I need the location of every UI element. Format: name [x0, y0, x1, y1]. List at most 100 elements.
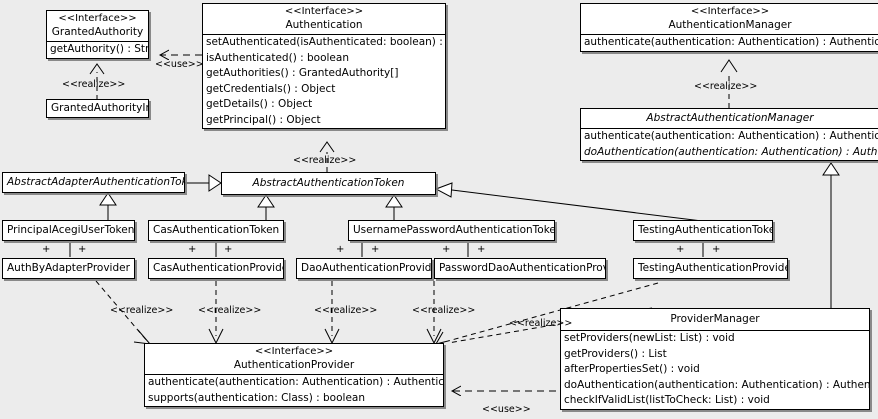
- class-name: CasAuthenticationProvider: [153, 262, 284, 274]
- class-name: Authentication: [285, 19, 363, 31]
- class-name: PasswordDaoAuthenticationProvider: [439, 262, 605, 274]
- association-marker-plus: +: [442, 244, 451, 255]
- operation: checkIfValidList(listToCheck: List) : vo…: [564, 394, 770, 406]
- class-name: AuthByAdapterProvider: [7, 262, 130, 274]
- association-marker-plus: +: [477, 244, 486, 255]
- class-box-principal-acegi-user-token[interactable]: PrincipalAcegiUserToken: [2, 220, 135, 241]
- association-marker-plus: +: [336, 244, 345, 255]
- operations-compartment: setAuthenticated(isAuthenticated: boolea…: [203, 34, 445, 128]
- edge-label-use-provider-manager: <<use>>: [482, 404, 531, 415]
- class-header: <<Interface>> Authentication: [203, 4, 445, 34]
- operation: getCredentials() : Object: [206, 82, 336, 95]
- stereotype-label: <<Interface>>: [58, 13, 137, 24]
- association-marker-plus: +: [676, 244, 685, 255]
- operation: getDetails() : Object: [206, 98, 313, 110]
- class-header: UsernamePasswordAuthenticationToken: [349, 221, 554, 240]
- class-header: <<Interface>> AuthenticationProvider: [145, 344, 443, 374]
- class-name: UsernamePasswordAuthenticationToken: [353, 224, 555, 236]
- class-box-password-dao-authentication-provider[interactable]: PasswordDaoAuthenticationProvider: [434, 258, 606, 279]
- operations-compartment: authenticate(authentication: Authenticat…: [581, 34, 878, 51]
- class-header: PasswordDaoAuthenticationProvider: [435, 259, 605, 278]
- stereotype-label: <<Interface>>: [690, 6, 770, 17]
- class-header: DaoAuthenticationProvider: [297, 259, 431, 278]
- class-box-authentication-provider[interactable]: <<Interface>> AuthenticationProvider aut…: [144, 343, 444, 407]
- class-box-authentication-manager[interactable]: <<Interface>> AuthenticationManager auth…: [580, 3, 878, 52]
- edge-label-realize-authentication-manager: <<realize>>: [694, 81, 758, 92]
- operations-compartment: setProviders(newList: List) : void getPr…: [561, 330, 869, 409]
- edge-label-use-granted-authority: <<use>>: [155, 59, 204, 70]
- class-header: TestingAuthenticationProvider: [634, 259, 787, 278]
- edge-label-realize-auth-by-adapter: <<realize>>: [110, 305, 174, 316]
- association-marker-plus: +: [224, 244, 233, 255]
- class-header: AbstractAdapterAuthenticationToken: [3, 173, 184, 192]
- stereotype-label: <<Interface>>: [254, 346, 334, 357]
- class-box-cas-authentication-token[interactable]: CasAuthenticationToken: [148, 220, 284, 241]
- association-marker-plus: +: [78, 244, 87, 255]
- class-box-abstract-authentication-manager[interactable]: AbstractAuthenticationManager authentica…: [580, 108, 878, 161]
- operation: getAuthorities() : GrantedAuthority[]: [206, 67, 399, 79]
- class-header: GrantedAuthorityImpl: [47, 100, 148, 117]
- operation: afterPropertiesSet() : void: [564, 363, 700, 375]
- class-header: CasAuthenticationProvider: [149, 259, 283, 278]
- stereotype-label: <<Interface>>: [284, 6, 364, 17]
- class-name: TestingAuthenticationToken: [638, 224, 773, 236]
- class-header: CasAuthenticationToken: [149, 221, 283, 240]
- operation: authenticate(authentication: Authenticat…: [148, 376, 444, 388]
- class-name: AbstractAuthenticationManager: [646, 112, 814, 124]
- class-name: TestingAuthenticationProvider: [638, 262, 788, 274]
- class-name: AbstractAdapterAuthenticationToken: [7, 176, 185, 188]
- class-header: ProviderManager: [561, 309, 869, 330]
- association-marker-plus: +: [188, 244, 197, 255]
- class-name: PrincipalAcegiUserToken: [7, 224, 135, 236]
- class-box-username-password-authentication-token[interactable]: UsernamePasswordAuthenticationToken: [348, 220, 555, 241]
- class-header: <<Interface>> GrantedAuthority: [47, 11, 148, 41]
- operation: isAuthenticated() : boolean: [206, 51, 349, 64]
- operation: getAuthority() : String: [50, 43, 149, 55]
- operation: supports(authentication: Class) : boolea…: [148, 391, 365, 404]
- edge-label-realize-granted-authority-impl: <<realize>>: [62, 79, 126, 90]
- class-name: ProviderManager: [670, 313, 760, 325]
- class-name: DaoAuthenticationProvider: [301, 262, 432, 274]
- class-box-testing-authentication-token[interactable]: TestingAuthenticationToken: [633, 220, 773, 241]
- association-marker-plus: +: [42, 244, 51, 255]
- operation: setProviders(newList: List) : void: [564, 332, 735, 344]
- class-box-granted-authority[interactable]: <<Interface>> GrantedAuthority getAuthor…: [46, 10, 149, 59]
- operation: doAuthentication(authentication: Authent…: [564, 378, 870, 391]
- class-header: <<Interface>> AuthenticationManager: [581, 4, 878, 34]
- class-name: AuthenticationManager: [668, 19, 792, 31]
- class-box-authentication[interactable]: <<Interface>> Authentication setAuthenti…: [202, 3, 446, 129]
- edge-label-realize-provider-manager: <<realize>>: [509, 318, 573, 329]
- class-header: AbstractAuthenticationManager: [581, 109, 878, 128]
- operation: getProviders() : List: [564, 347, 667, 360]
- edge-label-realize-cas-provider: <<realize>>: [198, 305, 262, 316]
- class-box-dao-authentication-provider[interactable]: DaoAuthenticationProvider: [296, 258, 432, 279]
- class-box-testing-authentication-provider[interactable]: TestingAuthenticationProvider: [633, 258, 788, 279]
- association-marker-plus: +: [371, 244, 380, 255]
- class-box-abstract-authentication-token[interactable]: AbstractAuthenticationToken: [221, 172, 436, 195]
- operations-compartment: getAuthority() : String: [47, 41, 148, 58]
- operations-compartment: authenticate(authentication: Authenticat…: [145, 374, 443, 406]
- class-header: AuthByAdapterProvider: [3, 259, 134, 278]
- class-box-granted-authority-impl[interactable]: GrantedAuthorityImpl: [46, 99, 149, 118]
- class-header: PrincipalAcegiUserToken: [3, 221, 134, 240]
- operation: doAuthentication(authentication: Authent…: [584, 145, 878, 158]
- class-box-cas-authentication-provider[interactable]: CasAuthenticationProvider: [148, 258, 284, 279]
- association-marker-plus: +: [712, 244, 721, 255]
- class-name: AbstractAuthenticationToken: [252, 177, 405, 189]
- operation: setAuthenticated(isAuthenticated: boolea…: [206, 36, 446, 48]
- operation: getPrincipal() : Object: [206, 113, 321, 126]
- operations-compartment: authenticate(authentication: Authenticat…: [581, 128, 878, 160]
- class-header: TestingAuthenticationToken: [634, 221, 772, 240]
- class-box-provider-manager[interactable]: ProviderManager setProviders(newList: Li…: [560, 308, 870, 410]
- class-box-abstract-adapter-authentication-token[interactable]: AbstractAdapterAuthenticationToken: [2, 172, 185, 193]
- class-header: AbstractAuthenticationToken: [222, 173, 435, 194]
- edge-label-realize-password-dao-provider: <<realize>>: [412, 305, 476, 316]
- class-name: CasAuthenticationToken: [153, 224, 280, 236]
- edge-label-realize-dao-provider: <<realize>>: [314, 305, 378, 316]
- class-name: GrantedAuthorityImpl: [51, 102, 148, 114]
- class-box-auth-by-adapter-provider[interactable]: AuthByAdapterProvider: [2, 258, 135, 279]
- edge-label-realize-authentication: <<realize>>: [293, 155, 357, 166]
- class-name: GrantedAuthority: [51, 26, 144, 38]
- operation: authenticate(authentication: Authenticat…: [584, 36, 878, 48]
